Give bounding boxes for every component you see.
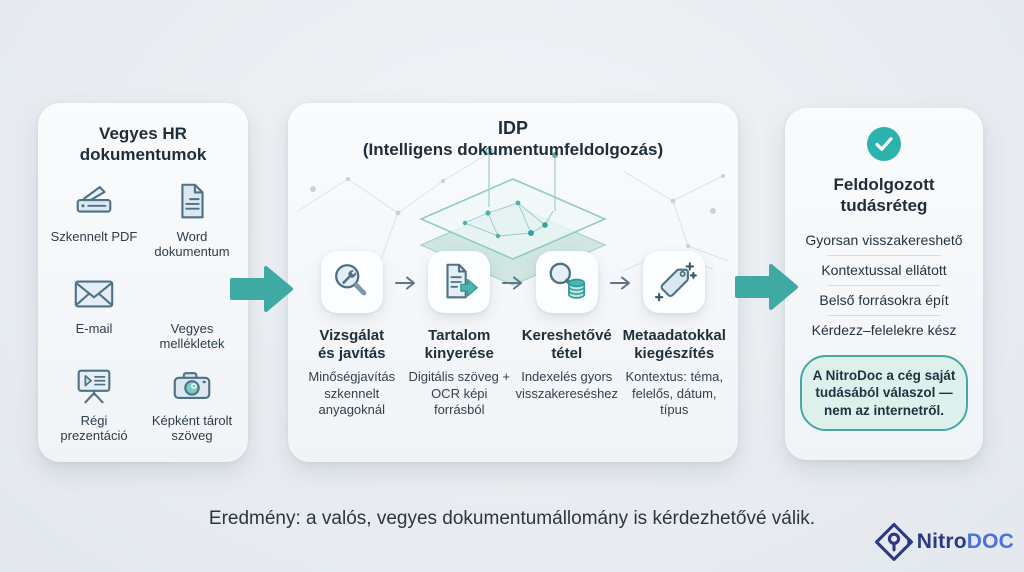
step-extract-content: Tartalom kinyerése Digitális szöveg + OC… — [406, 251, 514, 418]
doc-label: Word dokumentum — [154, 228, 230, 260]
idp-panel: IDP (Intelligens dokumentumfeldolgozás) — [288, 103, 738, 462]
benefit-item: Kérdezz–felelekre kész — [798, 314, 970, 345]
knowledge-benefits-list: Gyorsan visszakereshető Kontextussal ell… — [798, 225, 970, 345]
knowledge-layer-title: Feldolgozott tudásréteg — [833, 175, 935, 216]
flow-arrow-left-icon — [229, 261, 295, 317]
knowledge-layer-panel: Feldolgozott tudásréteg Gyorsan visszake… — [785, 108, 983, 460]
presentation-icon — [71, 362, 117, 410]
left-panel-title: Vegyes HR dokumentumok — [79, 124, 207, 165]
email-icon — [71, 270, 117, 318]
doc-item-scanned-pdf: Szkennelt PDF — [46, 178, 142, 260]
benefit-item: Belső forrásokra épít — [798, 284, 970, 315]
document-types-grid: Szkennelt PDF Word dokumentum — [38, 178, 248, 445]
step-description: Kontextus: téma, felelős, dátum, típus — [625, 369, 724, 417]
step-arrow-icon — [500, 275, 526, 291]
benefit-item: Kontextussal ellátott — [798, 254, 970, 285]
nitrodoc-logo: NitroDOC — [872, 520, 1014, 564]
step-card — [428, 251, 491, 313]
doc-item-email: E-mail — [46, 270, 142, 352]
word-document-icon — [169, 178, 215, 226]
camera-icon — [169, 362, 215, 410]
step-description: Minőségjavítás szkennelt anyagoknál — [308, 369, 396, 417]
doc-label: Képként tárolt szöveg — [151, 412, 233, 444]
step-add-metadata: Metaadatokkal kiegészítés Kontextus: tém… — [621, 251, 729, 418]
doc-label: Vegyes mellékletek — [159, 320, 225, 352]
left-panel: Vegyes HR dokumentumok Szkennelt PDF — [38, 103, 248, 462]
step-title: Kereshetővé tétel — [521, 327, 612, 362]
doc-label: Szkennelt PDF — [50, 228, 138, 244]
nitrodoc-callout: A NitroDoc a cég saját tudásából válaszo… — [800, 354, 968, 432]
flow-arrow-right-icon — [734, 259, 800, 315]
brand-name: NitroDOC — [916, 530, 1014, 553]
benefit-item: Gyorsan visszakereshető — [805, 231, 963, 248]
step-title: Metaadatokkal kiegészítés — [622, 327, 726, 362]
doc-item-old-presentation: Régi prezentáció — [46, 362, 142, 444]
extract-content-icon — [436, 259, 482, 305]
result-caption: Eredmény: a valós, vegyes dokumentumállo… — [208, 508, 816, 529]
step-arrow-icon — [608, 275, 634, 291]
paperclip-icon — [169, 270, 215, 318]
doc-label: Régi prezentáció — [60, 412, 128, 444]
idp-title-line2: (Intelligens dokumentumfeldolgozás) — [362, 140, 664, 159]
step-inspect-repair: Vizsgálat és javítás Minőségjavítás szke… — [298, 251, 406, 418]
step-description: Digitális szöveg + OCR képi forrásból — [408, 369, 511, 417]
search-database-icon — [544, 259, 590, 305]
step-arrow-icon — [393, 275, 419, 291]
doc-item-word-document: Word dokumentum — [144, 178, 240, 260]
scanner-icon — [71, 178, 117, 226]
doc-label: E-mail — [75, 320, 113, 336]
step-description: Indexelés gyors visszakereséshez — [515, 369, 619, 401]
step-card — [320, 251, 383, 313]
step-card — [643, 251, 706, 313]
inspect-repair-icon — [329, 259, 375, 305]
check-circle-icon — [866, 126, 902, 162]
step-card — [535, 251, 598, 313]
nitrodoc-diamond-key-icon — [872, 520, 916, 564]
doc-item-image-text: Képként tárolt szöveg — [144, 362, 240, 444]
metadata-tag-icon — [651, 259, 698, 305]
idp-steps: Vizsgálat és javítás Minőségjavítás szke… — [298, 251, 728, 418]
idp-title-line1: IDP — [497, 118, 528, 138]
doc-item-attachments: Vegyes mellékletek — [144, 270, 240, 352]
step-title: Vizsgálat és javítás — [317, 327, 386, 362]
step-make-searchable: Kereshetővé tétel Indexelés gyors vissza… — [513, 251, 621, 418]
idp-panel-title: IDP (Intelligens dokumentumfeldolgozás) — [288, 118, 738, 160]
step-title: Tartalom kinyerése — [424, 327, 494, 362]
